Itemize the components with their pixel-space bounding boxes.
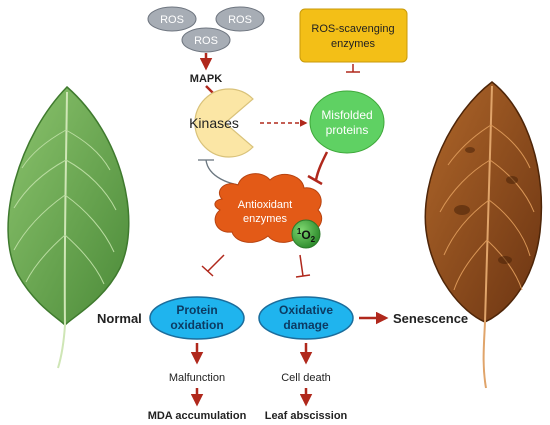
healthy-leaf-illustration — [7, 85, 130, 369]
senescent-leaf-illustration — [424, 81, 543, 389]
antioxidant-label-line2: enzymes — [243, 213, 288, 225]
ros-label-2: ROS — [228, 14, 252, 26]
svg-text:1O2: 1O2 — [297, 227, 316, 244]
oxidative-damage-label-line1: Oxidative — [279, 303, 333, 317]
oxidative-damage-label-line2: damage — [283, 318, 329, 332]
antioxidant-inhibits-oxidative-damage — [295, 254, 311, 278]
malfunction-label: Malfunction — [169, 372, 225, 384]
misfolded-proteins-node: Misfolded proteins — [309, 90, 385, 154]
ros-node-3 — [181, 27, 231, 53]
singlet-oxygen-main: O — [301, 228, 310, 242]
mapk-label: MAPK — [190, 73, 222, 85]
protein-oxidation-label-line1: Protein — [176, 303, 217, 317]
ros-label-3: ROS — [194, 35, 218, 47]
singlet-oxygen-sup: 1 — [297, 227, 302, 236]
kinases-label: Kinases — [189, 115, 239, 131]
senescence-label: Senescence — [393, 311, 468, 326]
antioxidant-label-line1: Antioxidant — [238, 199, 292, 211]
singlet-oxygen-node: 1O2 — [291, 219, 321, 249]
leaf-abscission-label: Leaf abscission — [265, 410, 348, 422]
misfolded-inhibits-antioxidant — [307, 151, 329, 186]
ros-node-2 — [215, 6, 265, 32]
cell-death-label: Cell death — [281, 372, 331, 384]
oxidative-damage-node: Oxidative damage — [258, 296, 354, 340]
ros-label-1: ROS — [160, 14, 184, 26]
ros-scavenging-enzymes-node: ROS-scavenging enzymes — [299, 8, 408, 63]
scavenging-label-line1: ROS-scavenging — [311, 23, 394, 35]
mda-accumulation-label: MDA accumulation — [148, 410, 247, 422]
misfolded-label-line1: Misfolded — [321, 108, 372, 122]
normal-label: Normal — [97, 311, 142, 326]
kinases-node: Kinases — [189, 88, 254, 158]
scavenging-inhibits-misfolded — [346, 64, 360, 73]
singlet-oxygen-sub: 2 — [311, 235, 316, 244]
antioxidant-inhibits-protein-oxidation — [201, 254, 225, 277]
ros-node-1 — [147, 6, 197, 32]
protein-oxidation-label-line2: oxidation — [170, 318, 223, 332]
protein-oxidation-node: Protein oxidation — [149, 296, 245, 340]
ros-cluster: ROS ROS ROS — [147, 6, 265, 53]
misfolded-label-line2: proteins — [326, 123, 369, 137]
scavenging-label-line2: enzymes — [331, 38, 376, 50]
